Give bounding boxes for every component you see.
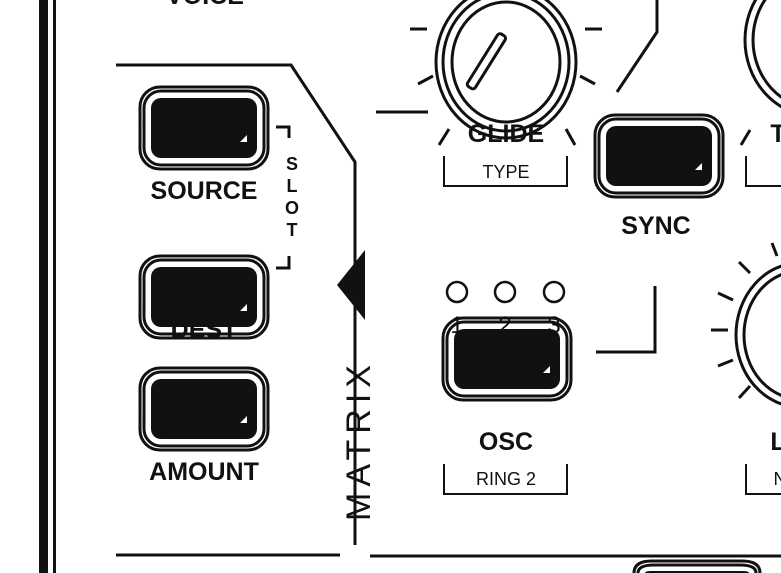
osc-ring-label: RING 2 [476, 469, 536, 489]
osc-led-1 [445, 280, 469, 304]
partial-bracket [745, 464, 781, 495]
slot-bracket [276, 256, 291, 270]
osc-ring-bracket [443, 464, 568, 495]
panel-edge-line [53, 0, 56, 573]
tick [739, 129, 752, 146]
source-label: SOURCE [151, 177, 258, 205]
slot-letter: S [286, 154, 298, 174]
slot-letter: T [287, 220, 298, 240]
matrix-title: MATRIX [340, 359, 378, 521]
partial-knob-ring [751, 0, 781, 99]
partial-right-knob[interactable] [734, 263, 781, 407]
dest-label: DEST [171, 316, 238, 344]
divider [615, 0, 659, 93]
sync-label: SYNC [621, 212, 690, 240]
partial-knob-ticks [711, 242, 779, 400]
glide-knob[interactable] [434, 0, 578, 140]
amount-button[interactable] [138, 366, 270, 452]
partial-knob[interactable] [743, 0, 781, 116]
divider [596, 286, 657, 354]
glide-type-bracket [443, 156, 568, 187]
glide-scale-ticks [410, 27, 602, 146]
slot-letter: O [285, 198, 299, 218]
osc-led-2 [493, 280, 517, 304]
slot-letter: L [287, 176, 298, 196]
source-button[interactable] [138, 85, 270, 171]
triangle-left-icon [337, 250, 365, 320]
partial-sub-n: N [774, 469, 781, 489]
amount-label: AMOUNT [149, 458, 259, 486]
panel-edge [39, 0, 48, 573]
partial-label-l: L [770, 428, 781, 456]
voice-section-label: VOICE [166, 0, 244, 10]
osc-button[interactable] [441, 316, 573, 402]
bottom-button[interactable] [632, 559, 762, 573]
glide-label: GLIDE [468, 120, 544, 148]
partial-label-t: T [770, 120, 781, 148]
glide-type-label: TYPE [482, 162, 529, 182]
osc-label: OSC [479, 428, 533, 456]
osc-led-3 [542, 280, 566, 304]
slot-bracket [276, 125, 291, 138]
partial-bracket [745, 156, 781, 187]
sync-button[interactable] [593, 113, 725, 199]
matrix-frame [116, 63, 357, 545]
